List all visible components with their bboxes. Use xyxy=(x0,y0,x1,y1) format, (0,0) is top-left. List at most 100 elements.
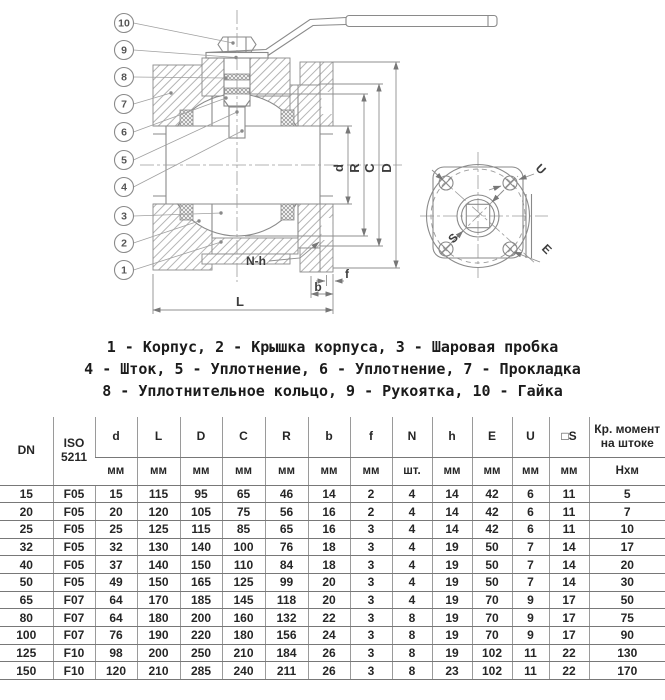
table-cell: 20 xyxy=(307,573,350,592)
table-cell: 50 xyxy=(471,555,512,574)
col-unit-6: мм xyxy=(221,457,265,486)
parts-legend: 1 - Корпус, 2 - Крышка корпуса, 3 - Шаро… xyxy=(0,336,665,402)
callout-balloon-6 xyxy=(113,121,135,143)
table-cell: 211 xyxy=(264,661,308,681)
table-cell: 4 xyxy=(391,520,432,539)
table-cell: 17 xyxy=(548,591,589,610)
table-cell: 22 xyxy=(548,661,589,681)
table-cell: 165 xyxy=(179,573,222,592)
dim-label-d: d xyxy=(331,164,346,172)
col-header-13: U xyxy=(511,417,549,458)
table-cell: 95 xyxy=(179,485,222,504)
col-unit-7: мм xyxy=(264,457,308,486)
table-cell: 250 xyxy=(179,644,222,663)
table-cell: 70 xyxy=(471,608,512,627)
table-cell: 8 xyxy=(391,626,432,645)
callout-dot-3 xyxy=(219,211,223,215)
table-cell: 4 xyxy=(391,485,432,504)
callout-leader-1 xyxy=(133,241,222,271)
col-unit-15: Нхм xyxy=(588,457,665,486)
col-unit-11: мм xyxy=(431,457,472,486)
col-unit-3: мм xyxy=(95,457,137,486)
handle xyxy=(205,14,498,56)
table-cell: 20 xyxy=(588,555,665,574)
table-cell: 285 xyxy=(179,661,222,681)
table-cell: 6 xyxy=(511,520,549,539)
table-cell: F10 xyxy=(52,661,95,681)
callout-leader-8 xyxy=(133,76,227,79)
stem-boss-circle xyxy=(456,194,500,238)
table-cell: 125 xyxy=(221,573,265,592)
stem-square xyxy=(465,203,491,229)
callout-dot-8 xyxy=(224,76,228,80)
table-cell: 75 xyxy=(588,608,665,627)
dim-label-S: S xyxy=(445,230,461,246)
table-cell: 6 xyxy=(511,502,549,521)
table-cell: 17 xyxy=(548,608,589,627)
callout-balloon-1 xyxy=(113,259,135,281)
callout-balloon-2 xyxy=(113,232,135,254)
dimension-lines-bottom: L b f N-h xyxy=(152,241,350,314)
table-cell: F10 xyxy=(52,644,95,663)
table-cell: 14 xyxy=(431,502,472,521)
dim-label-f: f xyxy=(345,267,350,281)
col-header-8: b xyxy=(307,417,350,458)
table-cell: 32 xyxy=(0,538,53,557)
table-cell: 120 xyxy=(136,502,180,521)
col-header-14: □S xyxy=(548,417,589,458)
table-cell: 50 xyxy=(588,591,665,610)
table-cell: 156 xyxy=(264,626,308,645)
table-cell: 46 xyxy=(264,485,308,504)
callout-dot-2 xyxy=(197,219,201,223)
table-cell: 64 xyxy=(94,591,137,610)
table-cell: 42 xyxy=(471,485,512,504)
table-cell: 3 xyxy=(349,626,392,645)
table-cell: 170 xyxy=(588,661,665,681)
table-cell: 42 xyxy=(471,520,512,539)
callout-number-7: 7 xyxy=(121,99,127,111)
table-cell: 11 xyxy=(548,520,589,539)
table-cell: 70 xyxy=(471,591,512,610)
table-cell: 140 xyxy=(179,538,222,557)
table-cell: 4 xyxy=(391,555,432,574)
callout-dot-9 xyxy=(234,55,238,60)
table-cell: 210 xyxy=(136,661,180,681)
table-cell: 50 xyxy=(471,573,512,592)
table-cell: 10 xyxy=(588,520,665,539)
callout-leader-3 xyxy=(133,212,222,217)
table-cell: 3 xyxy=(349,520,392,539)
table-cell: 65 xyxy=(264,520,308,539)
table-cell: 210 xyxy=(221,644,265,663)
table-cell: 170 xyxy=(136,591,180,610)
table-cell: 19 xyxy=(431,626,472,645)
table-cell: 110 xyxy=(221,555,265,574)
callout-leader-9 xyxy=(133,49,237,58)
callout-number-5: 5 xyxy=(121,155,127,167)
callout-balloon-9 xyxy=(113,39,135,61)
table-cell: 70 xyxy=(471,626,512,645)
table-cell: 184 xyxy=(264,644,308,663)
table-cell: 180 xyxy=(221,626,265,645)
table-cell: 3 xyxy=(349,591,392,610)
table-cell: 200 xyxy=(136,644,180,663)
table-cell: F07 xyxy=(52,608,95,627)
callout-leader-10 xyxy=(133,22,234,44)
table-cell: 25 xyxy=(0,520,53,539)
table-cell: 49 xyxy=(94,573,137,592)
table-cell: 9 xyxy=(511,608,549,627)
dim-label-D: D xyxy=(379,163,394,172)
table-cell: 8 xyxy=(391,608,432,627)
table-cell: F05 xyxy=(52,573,95,592)
valve-technical-drawing: d R C D L b f N-h xyxy=(113,10,555,314)
legend-line-3: 8 - Уплотнительное кольцо, 9 - Рукоятка,… xyxy=(102,382,563,400)
table-cell: 23 xyxy=(431,661,472,681)
table-cell: 220 xyxy=(179,626,222,645)
dim-label-L: L xyxy=(236,294,244,309)
table-cell: 80 xyxy=(0,608,53,627)
callout-balloon-7 xyxy=(113,93,135,115)
